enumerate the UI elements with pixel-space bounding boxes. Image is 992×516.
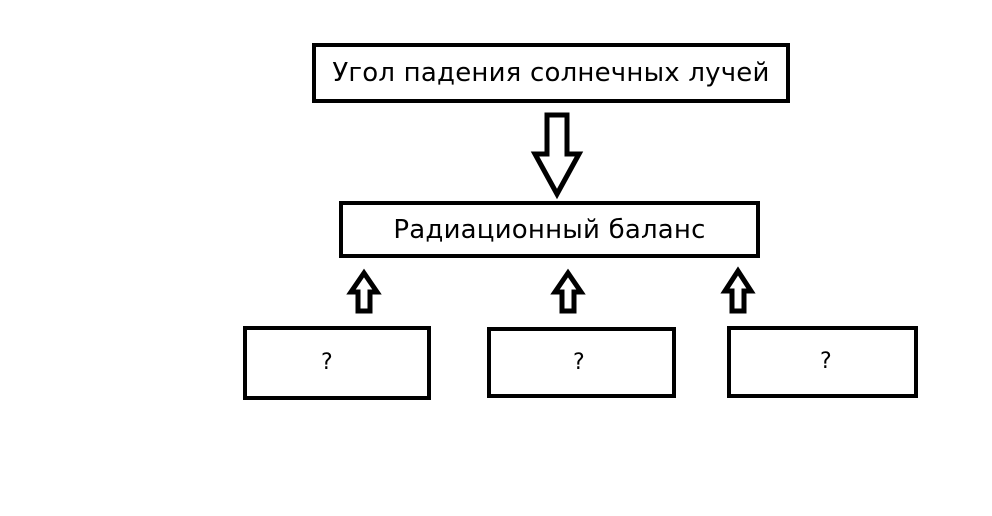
node-label-unknown-2: ?: [573, 349, 585, 375]
arrow-down-icon-angle-to-balance: [531, 112, 583, 198]
node-box-unknown-2[interactable]: ?: [487, 327, 676, 398]
node-label-radiation-balance: Радиационный баланс: [393, 214, 706, 245]
arrow-up-icon-factor-1: [348, 270, 380, 314]
node-label-unknown-3: ?: [820, 349, 832, 374]
arrow-up-icon-factor-2: [552, 270, 584, 314]
arrow-up-icon-factor-3: [722, 268, 754, 314]
node-box-radiation-balance[interactable]: Радиационный баланс: [339, 201, 760, 258]
node-box-unknown-3[interactable]: ?: [727, 326, 918, 398]
node-box-angle-of-incidence[interactable]: Угол падения солнечных лучей: [312, 43, 790, 103]
node-label-angle-of-incidence: Угол падения солнечных лучей: [332, 58, 770, 88]
node-label-unknown-1: ?: [321, 350, 333, 375]
node-box-unknown-1[interactable]: ?: [243, 326, 431, 400]
